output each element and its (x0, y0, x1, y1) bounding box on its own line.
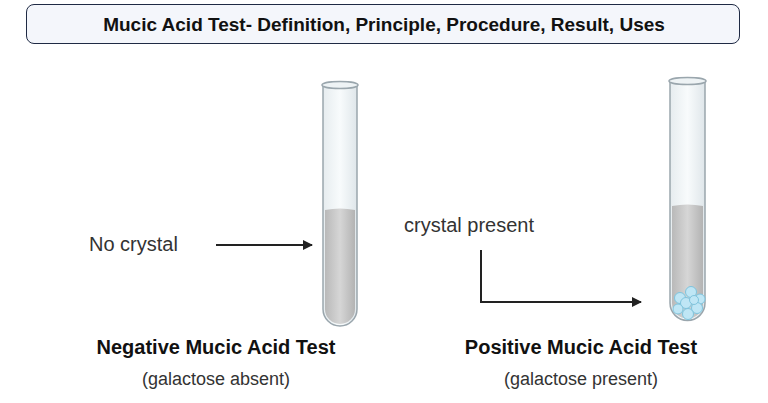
annotation: No crystal (89, 233, 178, 256)
result-note: (galactose present) (504, 369, 658, 390)
test-tube (322, 82, 358, 327)
result-note: (galactose absent) (142, 369, 290, 390)
result-heading: Positive Mucic Acid Test (465, 336, 697, 359)
leader-arrow (481, 250, 641, 302)
leader-arrow (216, 244, 312, 246)
test-tube (669, 78, 706, 321)
crystals (673, 287, 705, 320)
annotation: crystal present (404, 214, 534, 237)
title: Mucic Acid Test- Definition, Principle, … (103, 14, 665, 36)
result-heading: Negative Mucic Acid Test (97, 336, 336, 359)
